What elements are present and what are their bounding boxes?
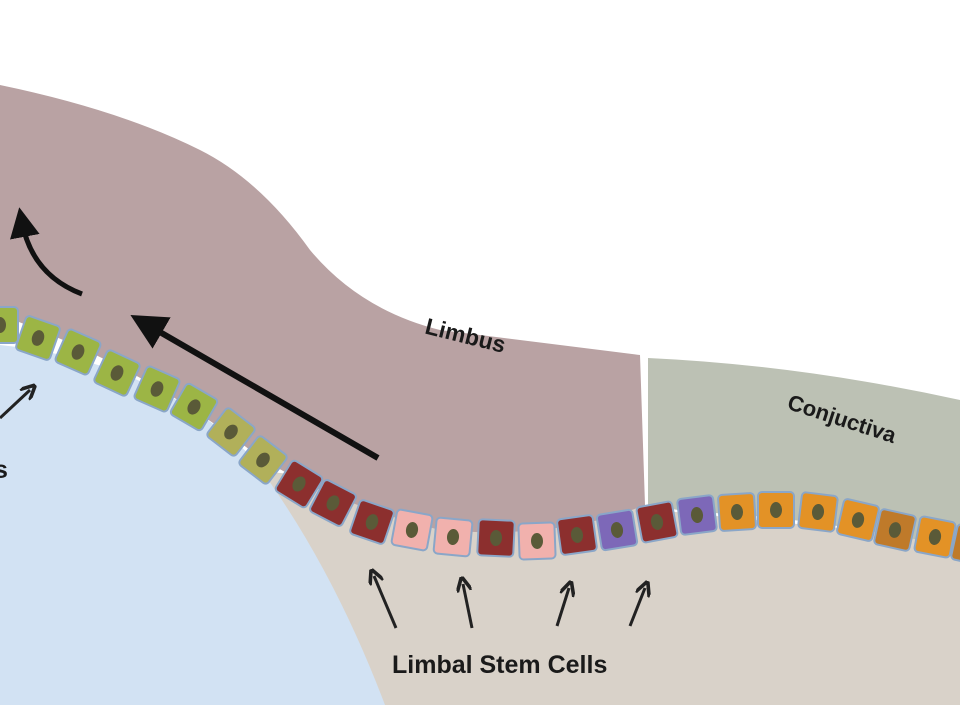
stem-cell-arrow-icon — [628, 588, 645, 627]
epithelial-cell — [238, 435, 288, 485]
cell-nucleus — [446, 529, 460, 545]
cell-nucleus — [31, 330, 45, 346]
cell-nucleus — [292, 476, 306, 492]
epithelial-cell — [717, 492, 757, 532]
cut-off-label: s — [0, 456, 8, 484]
epithelial-cell — [950, 523, 960, 567]
cell-nucleus — [730, 504, 744, 520]
epithelial-cell — [93, 349, 141, 397]
cornea-region — [0, 345, 385, 705]
stem-cell-arrow-icon — [374, 576, 398, 629]
cell-nucleus — [0, 317, 6, 333]
cell-nucleus — [256, 452, 270, 468]
cell-nucleus — [530, 533, 544, 549]
cell-nucleus — [888, 522, 902, 538]
stem-cell-arrow-icon — [463, 584, 474, 629]
cell-nucleus — [326, 495, 340, 511]
epithelial-cell — [595, 508, 639, 552]
epithelial-cell — [133, 365, 181, 413]
epithelial-cell — [913, 515, 957, 559]
epithelial-cell — [432, 516, 474, 558]
cell-nucleus — [150, 381, 164, 397]
epithelial-cell-layer — [0, 306, 960, 567]
cell-nucleus — [110, 365, 124, 381]
epithelial-cell — [556, 514, 598, 556]
epithelial-cell — [206, 407, 256, 457]
pointer-arrow-icon — [0, 390, 30, 420]
limbus-stroma — [0, 85, 645, 533]
cell-nucleus — [71, 344, 85, 360]
cell-nucleus — [365, 514, 379, 530]
cell-nucleus — [770, 502, 782, 518]
cell-nucleus — [489, 530, 503, 546]
cell-nucleus — [811, 504, 825, 520]
epithelial-cell — [15, 315, 61, 361]
epithelial-cell — [873, 508, 917, 552]
epithelial-cell — [0, 306, 19, 344]
epithelial-cell — [274, 459, 324, 509]
cell-nucleus — [690, 507, 704, 523]
cell-nucleus — [187, 399, 201, 415]
curved-arrow-icon — [10, 207, 83, 297]
cell-nucleus — [405, 522, 419, 538]
stem-cells-label: Limbal Stem Cells — [392, 651, 607, 679]
epithelial-cell — [349, 499, 395, 545]
cell-body — [950, 523, 960, 567]
cell-nucleus — [224, 424, 238, 440]
epithelial-cell — [797, 491, 839, 533]
epithelial-cell — [54, 328, 102, 376]
epithelial-cell — [836, 498, 880, 542]
migration-arrow-icon — [130, 314, 380, 461]
epithelial-cell — [390, 508, 434, 552]
epithelial-cell — [635, 500, 679, 544]
epithelial-cell — [476, 518, 516, 558]
stem-cell-arrow-icon — [555, 588, 569, 627]
cell-nucleus — [851, 512, 865, 528]
epithelial-cell — [676, 494, 718, 536]
cell-body — [0, 306, 19, 344]
epithelial-cell — [169, 382, 219, 432]
epithelial-cell — [517, 521, 557, 561]
epithelial-cell — [309, 479, 357, 527]
epithelial-cell — [757, 491, 795, 529]
cell-nucleus — [610, 522, 624, 538]
cell-nucleus — [570, 527, 584, 543]
cell-nucleus — [650, 514, 664, 530]
arrows — [0, 207, 645, 629]
cell-nucleus — [928, 529, 942, 545]
